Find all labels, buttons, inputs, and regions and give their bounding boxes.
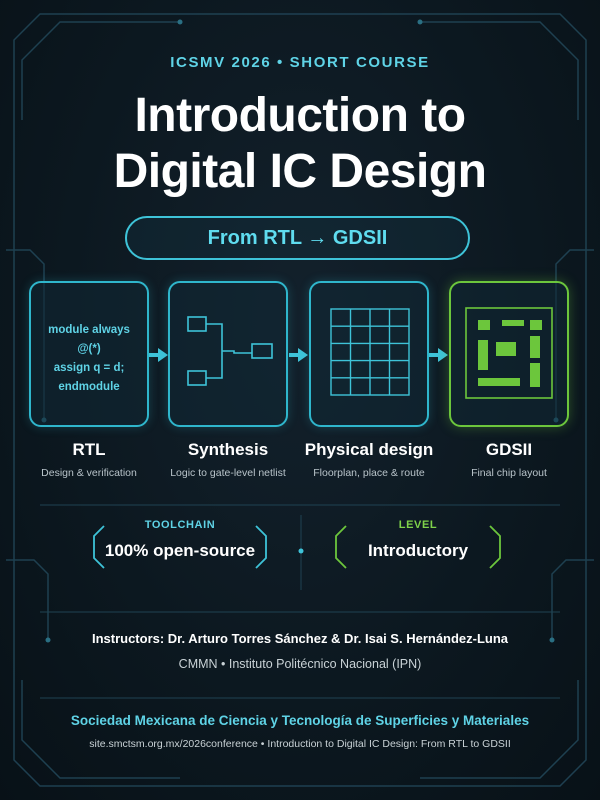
stage-desc-synthesis: Logic to gate-level netlist [170,467,286,479]
code-line: assign q = d; [53,362,125,374]
instructors-line: Instructors: Dr. Arturo Torres Sánchez &… [91,631,509,646]
subtitle-pill: From RTL → GDSII [125,216,470,260]
page-title: Introduction to Digital IC Design [0,88,600,200]
stage-desc-rtl: Design & verification [41,467,137,479]
arrow-right-icon [149,348,168,362]
title-line-1: Introduction to [134,89,466,142]
toolchain-bracket-frame [93,525,267,569]
stage-desc-physical-design: Floorplan, place & route [313,467,425,479]
society-name: Sociedad Mexicana de Ciencia y Tecnologí… [70,713,530,728]
code-line: module always [48,324,130,336]
floorplan-grid-icon [330,308,410,396]
stage-title-synthesis: Synthesis [187,440,269,459]
arrow-right-icon [289,348,308,362]
affiliation-line: CMMN • Instituto Politécnico Nacional (I… [178,657,422,671]
gdsii-stage-card [449,281,569,427]
code-line: endmodule [58,381,120,393]
footer-url-line: site.smctsm.org.mx/2026conference • Intr… [89,738,511,750]
stage-title-physical-design: Physical design [304,440,434,459]
netlist-diagram-icon [187,316,273,386]
synthesis-stage-card [168,281,288,427]
code-line: @(*) [77,343,101,355]
toolchain-value: 100% open-source [104,541,256,560]
level-bracket-frame [335,525,501,569]
stage-title-gdsii: GDSII [485,440,533,459]
toolchain-label: TOOLCHAIN [144,519,216,531]
level-label: LEVEL [398,519,438,531]
rtl-stage-card: module always @(*) assign q = d; endmodu… [29,281,149,427]
chip-layout-icon [465,307,553,399]
level-value: Introductory [367,541,469,560]
title-line-2: Digital IC Design [113,145,487,198]
rtl-code-snippet: module always @(*) assign q = d; endmodu… [31,321,147,397]
arrow-right-icon [429,348,448,362]
physical-design-stage-card [309,281,429,427]
stage-title-rtl: RTL [72,440,106,459]
course-kicker: ICSMV 2026 • SHORT COURSE [170,54,430,71]
stage-desc-gdsii: Final chip layout [471,467,547,479]
